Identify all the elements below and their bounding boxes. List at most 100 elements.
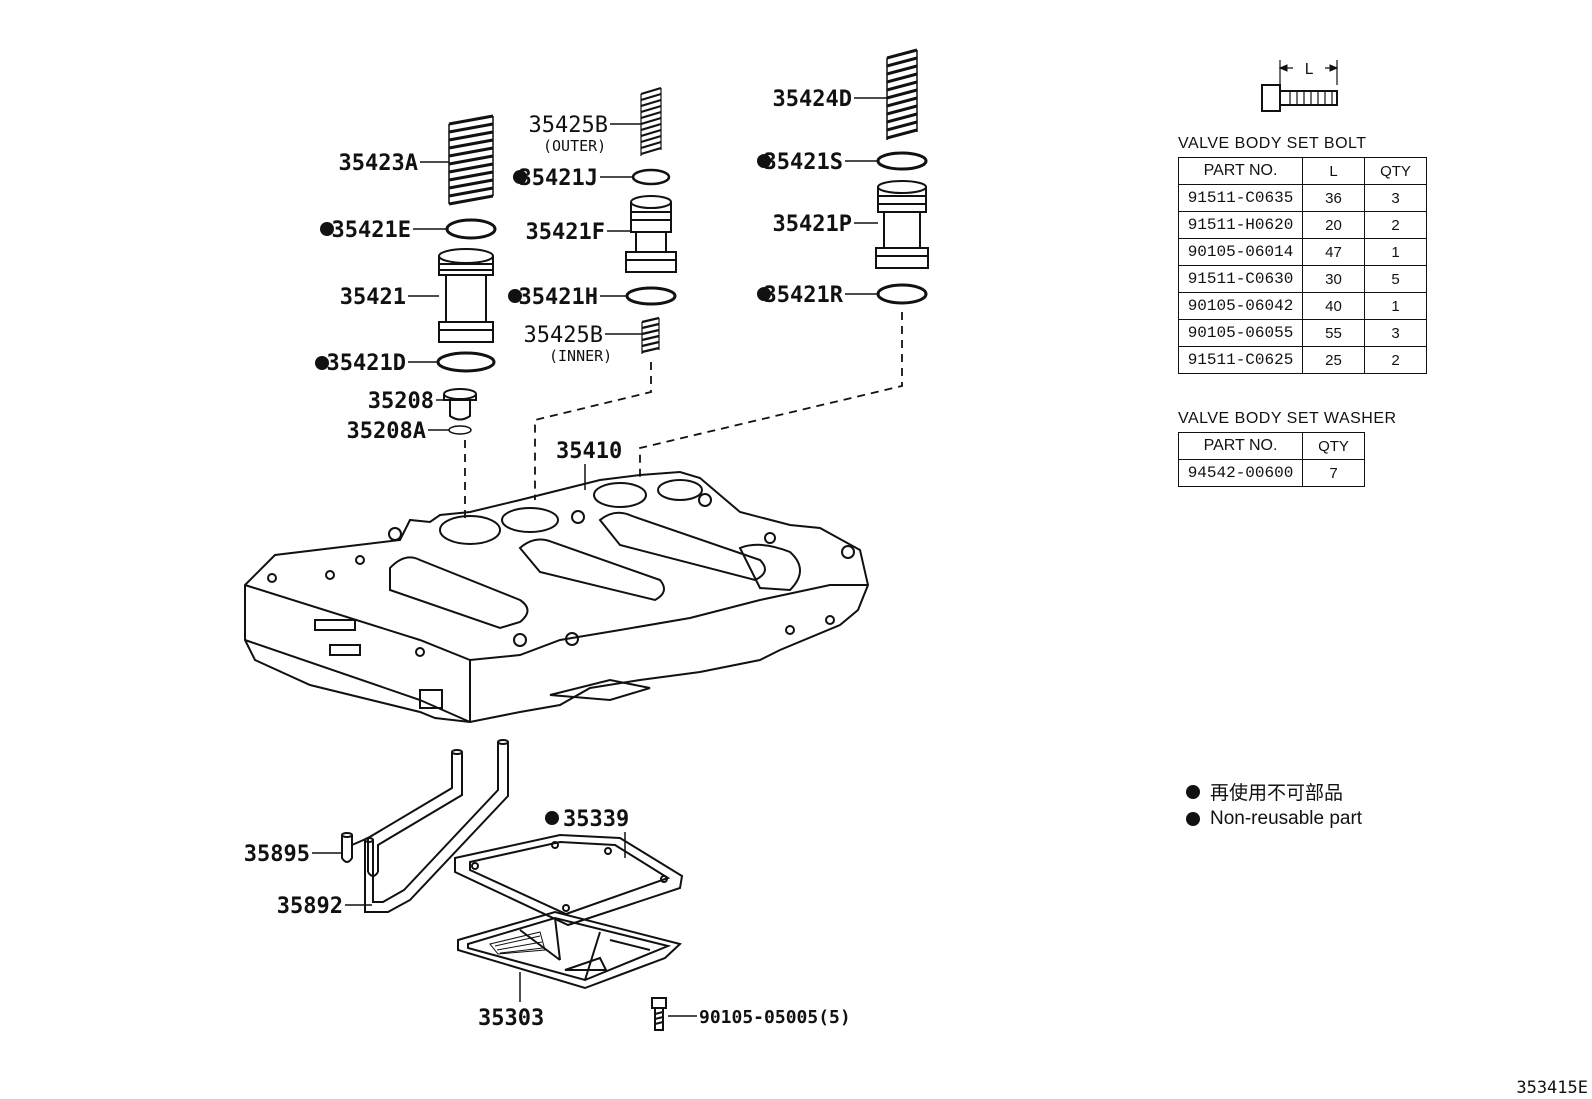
callout-35421: 35421 <box>340 285 406 310</box>
callout-35421D: 35421D <box>327 351 406 376</box>
cell-part-no: 91511-C0625 <box>1178 346 1303 374</box>
table-row: 94542-00600 7 <box>1178 459 1365 487</box>
cell-length: 47 <box>1302 238 1365 266</box>
callout-35421P: 35421P <box>773 212 852 237</box>
washer-table-title: VALVE BODY SET WASHER <box>1178 410 1397 427</box>
cell-length: 36 <box>1302 184 1365 212</box>
ring-35421S <box>876 151 928 171</box>
sleeve-35421 <box>438 248 494 343</box>
diagram-id: 353415E <box>1516 1078 1588 1098</box>
callout-90105-05005: 90105-05005(5) <box>699 1007 851 1028</box>
cell-length: 25 <box>1302 346 1365 374</box>
table-row: 90105-06014 47 1 <box>1178 238 1427 266</box>
plug-35208 <box>443 388 477 421</box>
oring-35208A <box>448 425 472 435</box>
callout-35208A: 35208A <box>347 419 426 444</box>
leader-lines <box>312 97 887 1017</box>
cell-qty: 7 <box>1302 459 1365 487</box>
callout-35421J: 35421J <box>519 166 598 191</box>
callout-35421R: 35421R <box>764 283 844 308</box>
callout-35421H: 35421H <box>519 285 598 310</box>
table-row: 91511-H0620 20 2 <box>1178 211 1427 239</box>
cell-qty: 3 <box>1364 319 1427 347</box>
callout-35895: 35895 <box>244 842 310 867</box>
non-reusable-dot-icon <box>1186 811 1200 826</box>
callout-35423A: 35423A <box>339 151 418 176</box>
header-length: L <box>1302 157 1365 185</box>
spring-35423A <box>448 114 494 206</box>
cell-part-no: 90105-06014 <box>1178 238 1303 266</box>
cell-part-no: 90105-06055 <box>1178 319 1303 347</box>
callout-35424D: 35424D <box>773 87 852 112</box>
header-part-no: PART NO. <box>1178 432 1303 460</box>
table-row: 90105-06055 55 3 <box>1178 319 1427 347</box>
bolt-table: VALVE BODY SET BOLT PART NO. L QTY 91511… <box>1178 135 1427 374</box>
cell-length: 20 <box>1302 211 1365 239</box>
cell-qty: 5 <box>1364 265 1427 293</box>
bolt-table-grid: PART NO. L QTY 91511-C0635 36 3 91511-H0… <box>1178 157 1427 374</box>
bolt-table-title: VALVE BODY SET BOLT <box>1178 135 1367 152</box>
tube-35895 <box>341 749 463 877</box>
callout-outer: (OUTER) <box>543 137 606 155</box>
washer-table: VALVE BODY SET WASHER PART NO. QTY 94542… <box>1178 410 1397 487</box>
tube-35892 <box>364 739 509 913</box>
callout-35421E: 35421E <box>332 218 411 243</box>
bolt-90105-05005 <box>651 997 667 1031</box>
washer-table-grid: PART NO. QTY 94542-00600 7 <box>1178 432 1365 487</box>
ring-35421H <box>625 286 677 306</box>
sleeve-35421F <box>625 195 677 273</box>
table-row: 90105-06042 40 1 <box>1178 292 1427 320</box>
cell-qty: 3 <box>1364 184 1427 212</box>
cell-part-no: 91511-C0635 <box>1178 184 1303 212</box>
alignment-lines <box>464 312 903 520</box>
callout-35425B-inner: 35425B <box>524 323 603 348</box>
spring-35425B-inner <box>641 316 660 354</box>
ring-35421D <box>436 351 496 373</box>
valve-body-35410 <box>244 470 870 724</box>
ring-35421E <box>445 218 497 240</box>
callout-inner: (INNER) <box>549 347 612 365</box>
non-reusable-markers <box>315 154 771 825</box>
gasket-35339 <box>454 833 684 927</box>
bolt-length-icon <box>1261 60 1339 112</box>
legend: 再使用不可部品 Non-reusable part <box>1186 778 1362 832</box>
cell-length: 55 <box>1302 319 1365 347</box>
table-header-row: PART NO. L QTY <box>1178 157 1427 185</box>
strainer-35303 <box>457 910 683 990</box>
header-part-no: PART NO. <box>1178 157 1303 185</box>
ring-35421J <box>631 168 671 186</box>
cell-part-no: 91511-H0620 <box>1178 211 1303 239</box>
ring-35421R <box>876 283 928 305</box>
cell-part-no: 94542-00600 <box>1178 459 1303 487</box>
table-row: 91511-C0625 25 2 <box>1178 346 1427 374</box>
callout-35421F: 35421F <box>526 220 605 245</box>
cell-part-no: 90105-06042 <box>1178 292 1303 320</box>
sleeve-35421P <box>875 180 929 269</box>
callout-35208: 35208 <box>368 389 434 414</box>
table-row: 91511-C0635 36 3 <box>1178 184 1427 212</box>
cell-qty: 1 <box>1364 238 1427 266</box>
table-header-row: PART NO. QTY <box>1178 432 1365 460</box>
callout-35421S: 35421S <box>764 150 843 175</box>
cell-length: 40 <box>1302 292 1365 320</box>
header-qty: QTY <box>1302 432 1365 460</box>
cell-qty: 2 <box>1364 346 1427 374</box>
cell-part-no: 91511-C0630 <box>1178 265 1303 293</box>
legend-english-text: Non-reusable part <box>1210 807 1363 829</box>
spring-35425B-outer <box>640 86 662 156</box>
cell-qty: 2 <box>1364 211 1427 239</box>
callout-35425B-outer: 35425B <box>529 113 608 138</box>
legend-japanese-text: 再使用不可部品 <box>1210 783 1344 804</box>
callout-35410: 35410 <box>556 439 622 464</box>
cell-qty: 1 <box>1364 292 1427 320</box>
header-qty: QTY <box>1364 157 1427 185</box>
non-reusable-dot-icon <box>1186 784 1200 799</box>
callout-35303: 35303 <box>478 1006 544 1031</box>
bolt-length-label: L <box>1304 60 1313 78</box>
legend-row-japanese: 再使用不可部品 <box>1186 778 1362 805</box>
spring-35424D <box>886 48 918 140</box>
callout-35892: 35892 <box>277 894 343 919</box>
legend-row-english: Non-reusable part <box>1186 805 1362 832</box>
callout-35339: 35339 <box>563 807 629 832</box>
